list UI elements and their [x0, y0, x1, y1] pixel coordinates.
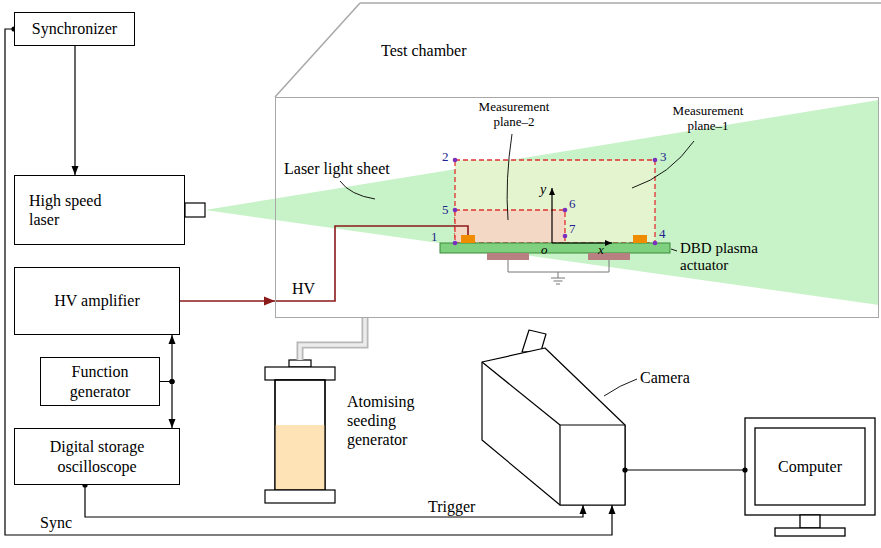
computer-monitor: Computer	[745, 418, 875, 515]
annotation-label: y	[540, 182, 546, 198]
junction-dot	[622, 467, 627, 472]
camera-drawing	[482, 330, 625, 505]
annotation-label: DBD plasma actuator	[680, 240, 772, 275]
corner-points	[453, 158, 658, 246]
annotation-label: 7	[569, 222, 576, 237]
pipe-bore	[300, 318, 365, 360]
signal-connector	[75, 46, 76, 175]
annotation-label: o	[541, 243, 548, 258]
computer-drawing	[745, 418, 875, 536]
y-axis	[551, 188, 552, 243]
connector-label: Trigger	[428, 498, 475, 516]
test-chamber: Test chamber	[275, 97, 879, 318]
signal-connector	[82, 482, 583, 517]
connector-label: Sync	[40, 514, 72, 532]
synchronizer-box: Synchronizer	[14, 12, 135, 46]
connector-line	[625, 469, 745, 470]
annotation-label: 2	[442, 150, 449, 165]
signal-connector	[160, 335, 175, 384]
hv-wire	[275, 226, 468, 301]
exposed-electrode	[461, 235, 475, 243]
annotation-label: 1	[431, 230, 438, 245]
seeding-generator: Atomising seeding generator	[265, 360, 335, 503]
junction-dot	[169, 379, 174, 384]
annotation-label: 6	[569, 197, 576, 212]
node-label: Digital storage oscilloscope	[23, 437, 171, 475]
node-label: Camera	[640, 368, 690, 387]
node-label: Test chamber	[381, 41, 467, 60]
seeder-drawing	[265, 360, 335, 503]
junction-dot	[169, 379, 174, 384]
chamber-outline	[275, 3, 881, 97]
signal-connector	[180, 301, 275, 302]
node-label: High speed laser	[29, 191, 124, 229]
seeding-pipe	[300, 318, 365, 360]
node-label: Synchronizer	[32, 19, 117, 38]
junction-dot	[742, 467, 747, 472]
signal-connector	[622, 467, 747, 472]
node-label: Function generator	[50, 362, 150, 400]
connector-label: HV	[292, 280, 315, 298]
signal-connector	[160, 379, 175, 428]
connector-line	[5, 29, 612, 535]
annotation-label: Laser light sheet	[284, 160, 390, 178]
connector-line	[160, 335, 172, 382]
pipe-wall	[300, 318, 365, 360]
annotation-label: 5	[442, 203, 449, 218]
embedded-electrode	[588, 253, 630, 260]
annotation-label: 4	[659, 227, 666, 242]
annotation-label: 3	[660, 150, 667, 165]
connector-line	[85, 485, 583, 517]
signal-connector	[5, 26, 612, 535]
annotation-label: Measurement plane–2	[466, 100, 562, 130]
connector-line	[160, 382, 172, 429]
generator-box: Function generator	[40, 357, 160, 406]
amplifier-box: HV amplifier	[14, 267, 180, 335]
measurement-plane-2	[455, 210, 565, 243]
annotation-label: x	[598, 243, 604, 258]
measurement-plane-1	[455, 160, 655, 243]
node-label: Atomising seeding generator	[347, 392, 429, 450]
laser-box: High speed laser	[14, 175, 185, 245]
node-label: HV amplifier	[54, 291, 139, 310]
laser-nozzle	[185, 203, 205, 217]
oscilloscope-box: Digital storage oscilloscope	[14, 428, 180, 485]
dielectric-plate	[440, 243, 670, 253]
annotation-label: Measurement plane–1	[656, 104, 760, 134]
ground-wire	[508, 260, 609, 284]
exposed-electrode	[633, 235, 647, 243]
node-label: Computer	[778, 457, 842, 476]
connector-line	[180, 300, 275, 302]
connector-line	[74, 46, 75, 175]
embedded-electrode	[487, 253, 529, 260]
camera: Camera	[482, 328, 625, 505]
laser-sheet	[205, 100, 879, 305]
